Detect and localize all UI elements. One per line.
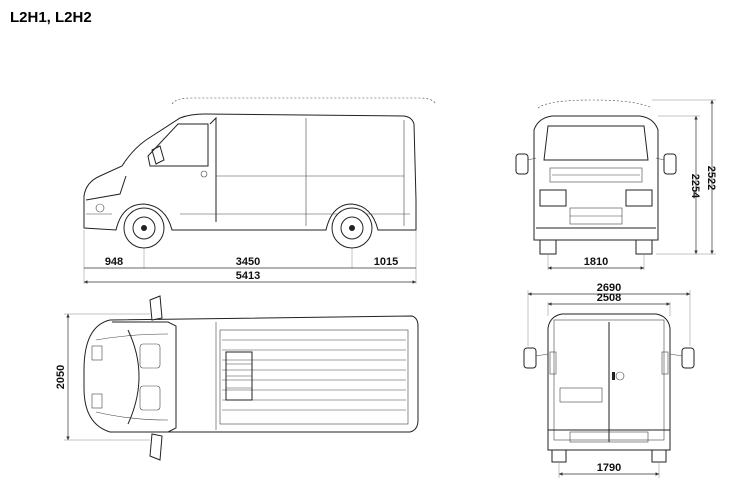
- rear-width-body-label: 2508: [597, 292, 621, 304]
- front-view-van: [515, 99, 677, 255]
- front-overhang-label: 948: [105, 256, 123, 268]
- rear-wheel: [331, 207, 373, 249]
- side-view-van: [83, 97, 437, 249]
- overall-length-label: 5413: [236, 270, 260, 282]
- top-view-van: [83, 295, 419, 461]
- page-title: L2H1, L2H2: [10, 9, 92, 26]
- top-width-label: 2050: [55, 365, 67, 389]
- roof-ribs: [222, 339, 406, 411]
- front-track-label: 1810: [584, 256, 608, 268]
- wheelbase-label: 3450: [236, 256, 260, 268]
- rear-width-mirrors-label: 2690: [597, 282, 621, 294]
- top-view-dimensions: 2050: [55, 313, 150, 441]
- rear-track-label: 1790: [597, 462, 621, 474]
- rear-view-van: [523, 313, 695, 463]
- rear-overhang-label: 1015: [374, 256, 398, 268]
- height-h1-label: 2254: [689, 174, 701, 199]
- height-h2-label: 2522: [705, 166, 717, 190]
- front-wheel: [123, 207, 165, 249]
- side-view-dimensions: 948 3450 1015 5413: [83, 230, 417, 284]
- front-view-dimensions: 2522 2254 1810: [547, 99, 717, 270]
- rear-view-dimensions: 2690 2508 1790: [527, 282, 691, 478]
